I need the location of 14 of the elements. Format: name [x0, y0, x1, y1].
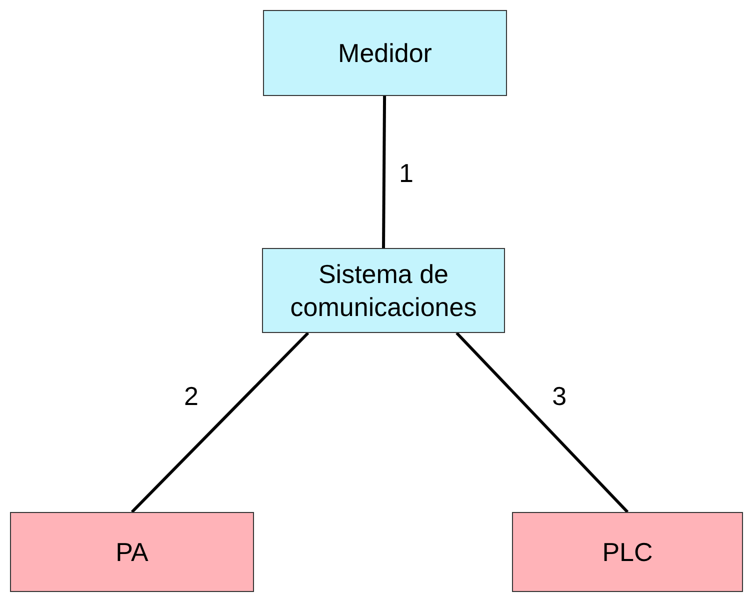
process-box: [512, 512, 743, 592]
connector-line: [456, 332, 629, 514]
edge-label: 3: [552, 380, 567, 412]
connector-line: [130, 332, 310, 514]
box-label: Sistema de comunicaciones: [289, 258, 478, 323]
process-box: [10, 512, 254, 592]
edge-label: 1: [399, 158, 414, 189]
box-label: Medidor: [338, 36, 432, 70]
box-label: PA: [116, 536, 148, 568]
process-box: [263, 10, 507, 96]
edge-label: 2: [184, 380, 198, 412]
process-box: [262, 248, 505, 333]
connector-line: [382, 96, 386, 248]
box-label: PLC: [602, 536, 653, 568]
